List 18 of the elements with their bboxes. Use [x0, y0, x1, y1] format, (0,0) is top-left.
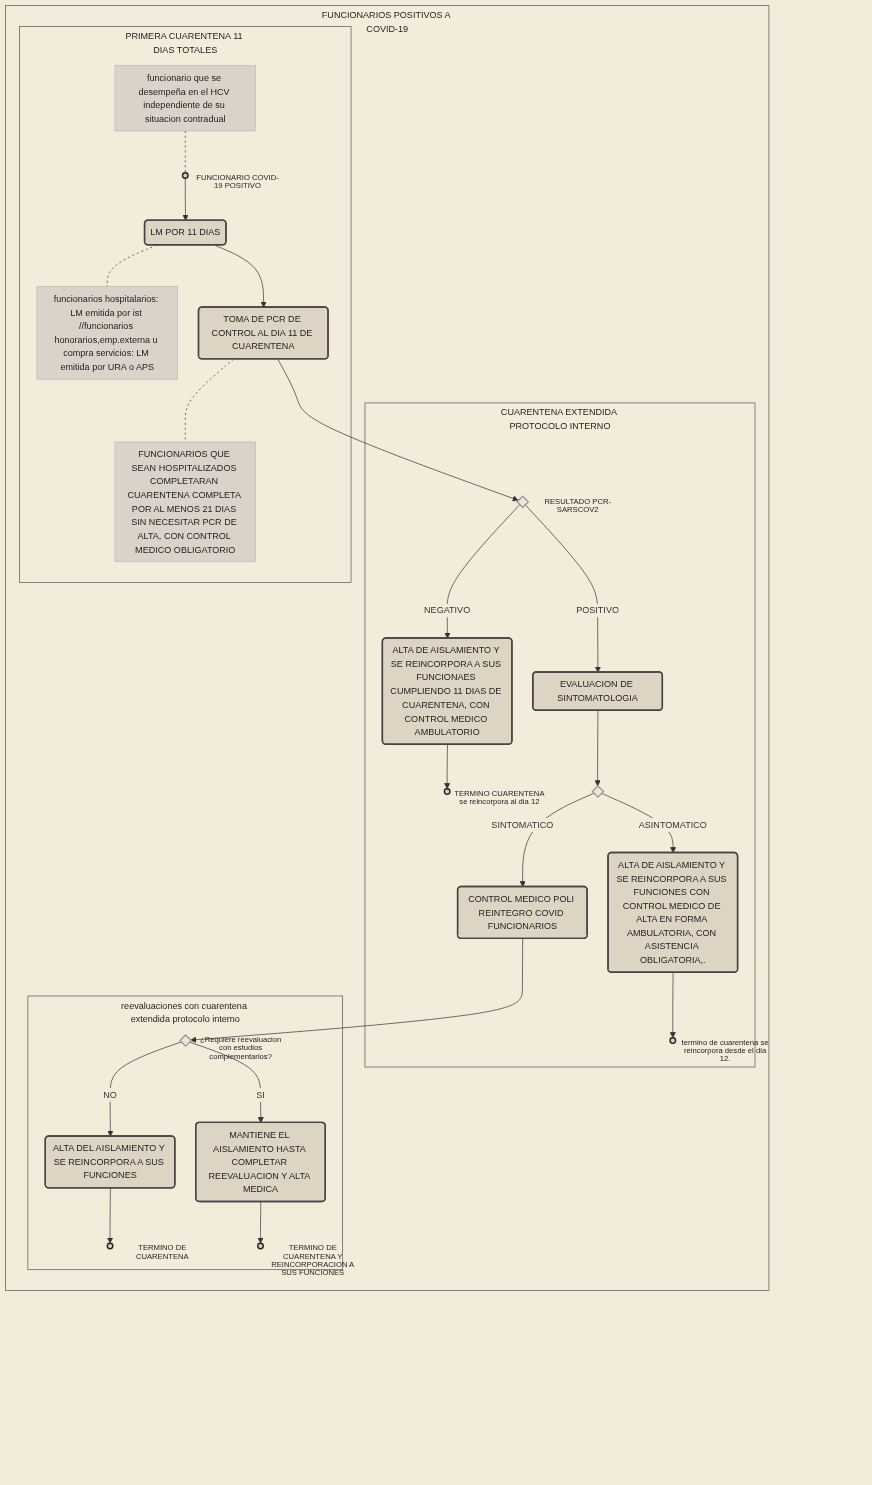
edge-label: NO	[103, 1089, 117, 1100]
node-box: funcionarios hospitalarios: LM emitida por ist //funcionarios honorarios,emp.externa u compra servicios: LM emitida por URA o APS	[36, 286, 178, 380]
node-diamond	[179, 1034, 193, 1048]
edge-label: SI	[256, 1089, 265, 1100]
edge-label: ASINTOMATICO	[638, 819, 707, 830]
node-box: FUNCIONARIOS QUE SEAN HOSPITALIZADOS COMPLETARAN CUARENTENA COMPLETA POR AL MENOS 21 DIAS SIN NECESITAR PCR DE ALTA, CON CONTROL MEDICO OBLIGATORIO	[114, 441, 256, 563]
node-box: funcionario que se desempeña en el HCV independiente de su situacion contradual	[114, 65, 256, 132]
node-circle	[181, 172, 189, 179]
node-circle	[443, 788, 451, 796]
node-diamond	[516, 495, 530, 509]
edge-label: SINTOMATICO	[491, 819, 554, 830]
node-circle	[106, 1242, 114, 1250]
node-circle	[257, 1242, 264, 1250]
edge-label: POSITIVO	[576, 604, 619, 616]
node-diamond	[591, 785, 605, 799]
connector	[184, 358, 234, 443]
node-circle	[669, 1037, 677, 1045]
edge-label: NEGATIVO	[424, 604, 471, 616]
